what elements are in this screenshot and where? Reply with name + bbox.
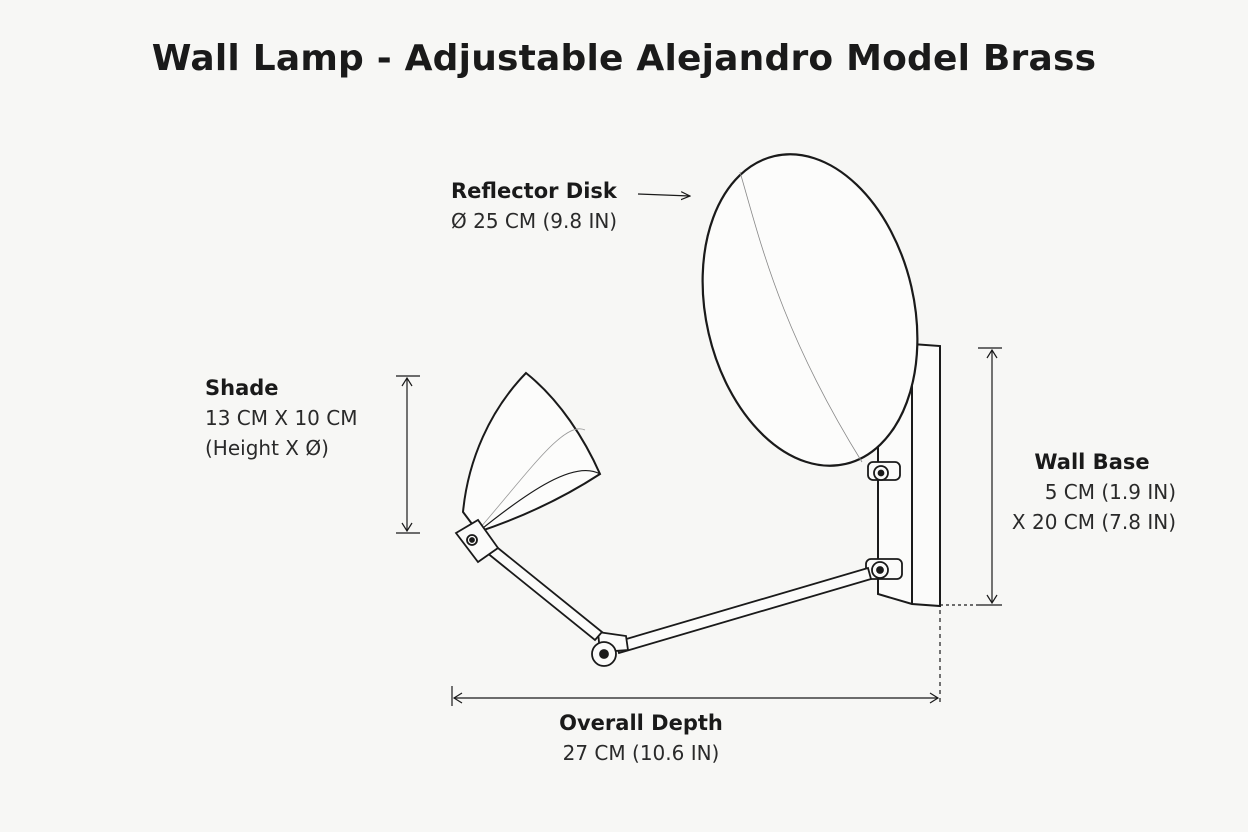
long-arm-rod — [596, 566, 873, 655]
overall-depth-callout: Overall Depth 27 CM (10.6 IN) — [500, 708, 782, 768]
reflector-swivel-joint — [867, 461, 901, 481]
shade — [461, 371, 602, 534]
shade-size-note: (Height X Ø) — [205, 436, 329, 460]
wall-base-height: X 20 CM (7.8 IN) — [1011, 510, 1176, 534]
reflector-disk — [701, 153, 919, 467]
wall-base-heading: Wall Base — [1034, 450, 1150, 474]
page-title: Wall Lamp - Adjustable Alejandro Model B… — [151, 38, 1097, 79]
shade-heading: Shade — [205, 376, 279, 400]
elbow-joint — [591, 641, 617, 667]
reflector-diameter: Ø 25 CM (9.8 IN) — [451, 209, 618, 233]
wall-base-callout: Wall Base 5 CM (1.9 IN) X 20 CM (7.8 IN) — [1008, 447, 1176, 537]
arm-wall-joint — [865, 558, 903, 580]
shade-hinge — [454, 518, 500, 564]
reflector-heading: Reflector Disk — [451, 179, 617, 203]
wall-base-width: 5 CM (1.9 IN) — [1044, 480, 1176, 504]
short-arm-rod — [484, 542, 604, 642]
shade-size: 13 CM X 10 CM — [205, 406, 358, 430]
shade-callout: Shade 13 CM X 10 CM (Height X Ø) — [205, 373, 357, 463]
reflector-callout: Reflector Disk Ø 25 CM (9.8 IN) — [451, 176, 617, 236]
overall-depth-heading: Overall Depth — [559, 711, 723, 735]
dimension-lines — [396, 194, 1002, 706]
overall-depth-value: 27 CM (10.6 IN) — [562, 741, 720, 765]
